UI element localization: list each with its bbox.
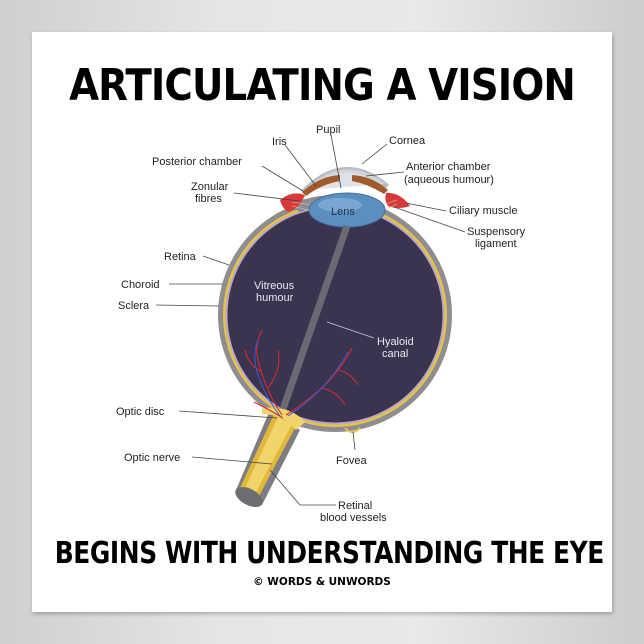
ciliary-left bbox=[280, 193, 305, 212]
label-optic-disc: Optic disc bbox=[116, 406, 165, 418]
retinal-vessels-lines bbox=[244, 329, 359, 419]
headline-bottom: BEGINS WITH UNDERSTANDING THE EYE bbox=[54, 536, 605, 571]
optic-disc-shape bbox=[262, 407, 305, 430]
label-sclera: Sclera bbox=[118, 300, 150, 312]
iris-right bbox=[352, 175, 388, 194]
label-anterior-chamber-2: (aqueous humour) bbox=[404, 174, 494, 186]
label-posterior-chamber: Posterior chamber bbox=[152, 156, 242, 168]
label-retinal-vessels-1: Retinal bbox=[338, 500, 372, 512]
ciliary-right bbox=[385, 192, 410, 208]
label-choroid: Choroid bbox=[121, 279, 160, 291]
headline-top: ARTICULATING A VISION bbox=[69, 60, 576, 111]
label-suspensory-2: ligament bbox=[475, 238, 517, 250]
label-iris: Iris bbox=[272, 136, 287, 148]
label-retina: Retina bbox=[164, 251, 197, 263]
label-hyaloid-2: canal bbox=[382, 348, 408, 360]
label-retinal-vessels-2: blood vessels bbox=[320, 512, 387, 524]
lens-highlight bbox=[318, 198, 362, 212]
label-zonular-1: Zonular bbox=[191, 181, 229, 193]
label-suspensory-1: Suspensory bbox=[467, 226, 526, 238]
label-ciliary-muscle: Ciliary muscle bbox=[449, 205, 517, 217]
vitreous-body bbox=[227, 207, 443, 423]
label-optic-nerve: Optic nerve bbox=[124, 452, 180, 464]
retinal-veins-lines bbox=[254, 339, 349, 417]
label-cornea: Cornea bbox=[389, 135, 426, 147]
optic-nerve-shape bbox=[235, 410, 300, 507]
fovea-shape bbox=[344, 427, 361, 433]
zonular-fibres-lines bbox=[291, 199, 398, 212]
label-zonular-2: fibres bbox=[195, 193, 222, 205]
label-fovea: Fovea bbox=[336, 455, 367, 467]
label-vitreous-2: humour bbox=[256, 292, 294, 304]
label-vitreous-1: Vitreous bbox=[254, 280, 295, 292]
iris-left bbox=[302, 175, 340, 196]
copyright-credit: © WORDS & UNWORDS bbox=[253, 576, 391, 588]
hyaloid-canal-shape bbox=[278, 224, 351, 414]
label-lens: Lens bbox=[331, 206, 355, 218]
diagram-labels: Iris Pupil Cornea Posterior chamber Ante… bbox=[116, 124, 526, 524]
label-anterior-chamber-1: Anterior chamber bbox=[406, 161, 491, 173]
leader-lines bbox=[155, 134, 466, 506]
label-hyaloid-1: Hyaloid bbox=[377, 336, 414, 348]
label-pupil: Pupil bbox=[316, 124, 340, 136]
leader-lines-inner bbox=[326, 321, 375, 339]
